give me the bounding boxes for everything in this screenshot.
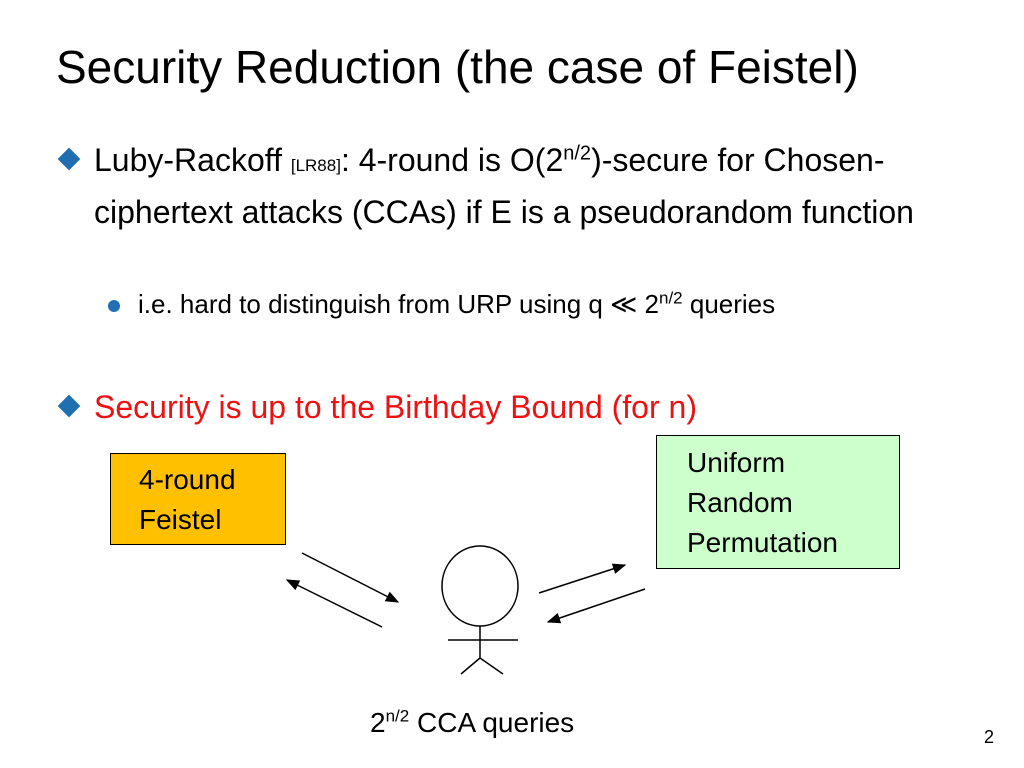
exponent: n/2 (385, 706, 410, 726)
sub-bullet-rest: queries (682, 289, 776, 319)
exponent: n/2 (659, 288, 683, 308)
feistel-label-line-1: 4-round (139, 464, 236, 495)
arrow-from-urp (546, 588, 646, 624)
bullet-birthday-bound: Security is up to the Birthday Bound (fo… (56, 384, 974, 430)
caption-rest: CCA queries (409, 707, 575, 738)
sub-bullet-lead: i.e. hard to distinguish from URP using … (138, 289, 659, 319)
query-caption: 2n/2 CCA queries (370, 707, 574, 739)
arrow-to-urp (538, 563, 627, 594)
page-number: 2 (983, 727, 994, 747)
bullet-rest: )-secure for Chosen-ciphertext attacks (… (94, 142, 914, 230)
round-bullet-icon (108, 300, 120, 312)
exponent: n/2 (563, 142, 592, 165)
bullet-mid: : 4-round is O(2 (340, 142, 564, 178)
urp-box: Uniform Random Permutation (656, 435, 900, 569)
stick-figure-icon (441, 545, 519, 675)
sub-bullet-urp: i.e. hard to distinguish from URP using … (108, 278, 868, 330)
bullet-text: Luby-Rackoff [LR88]: 4-round is O(2n/2)-… (94, 137, 974, 235)
urp-label-line-1: Uniform (687, 447, 786, 478)
bullet-text: Security is up to the Birthday Bound (fo… (94, 389, 697, 425)
urp-label-line-3: Permutation (687, 527, 838, 558)
citation-tag: [LR88] (290, 156, 341, 175)
feistel-box: 4-round Feistel (110, 453, 286, 545)
slide-title: Security Reduction (the case of Feistel) (56, 41, 859, 93)
caption-base: 2 (370, 707, 386, 738)
feistel-label-line-2: Feistel (139, 504, 222, 535)
arrow-to-feistel (285, 579, 383, 628)
bullet-luby-rackoff: Luby-Rackoff [LR88]: 4-round is O(2n/2)-… (56, 137, 974, 235)
urp-label-line-2: Random (687, 487, 793, 518)
arrow-from-feistel (301, 552, 400, 603)
sub-bullet-text: i.e. hard to distinguish from URP using … (138, 278, 868, 330)
bullet-lead: Luby-Rackoff (94, 142, 291, 178)
